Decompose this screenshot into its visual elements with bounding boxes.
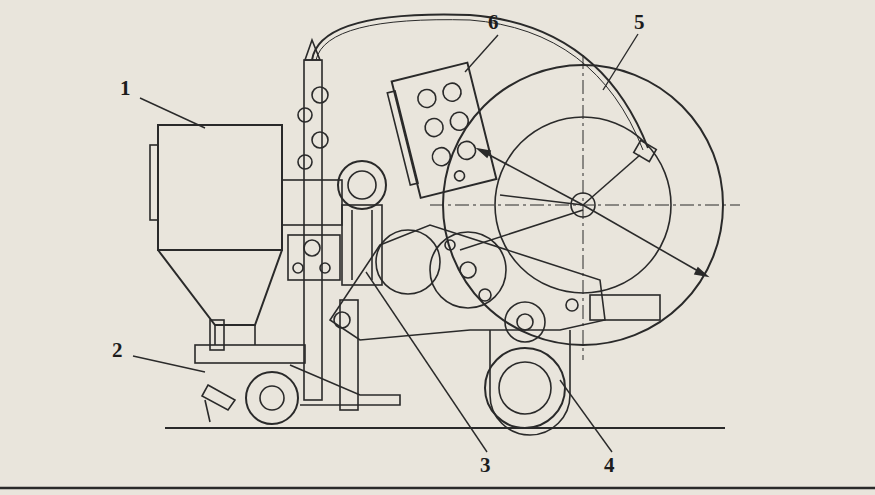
drawing-line [460, 262, 476, 278]
frame-line [0, 487, 875, 490]
drawing-line [254, 325, 256, 345]
drive-wheel [485, 302, 570, 435]
drawing-line [465, 35, 498, 72]
drawing-line [387, 91, 418, 185]
drawing-line [583, 205, 705, 275]
drawing-line [560, 380, 612, 452]
callout-number: 1 [120, 78, 131, 99]
head-column [282, 60, 358, 410]
drawing-line [312, 15, 648, 148]
drawing-line [423, 117, 445, 139]
drawing-line [371, 210, 373, 280]
drawing-line [205, 400, 210, 422]
front-wheel [195, 320, 400, 424]
drawing-line [603, 34, 638, 90]
wire-cable [305, 15, 656, 162]
callout-number: 5 [634, 12, 645, 33]
drawing-line [338, 161, 386, 209]
drawing-line [334, 312, 350, 328]
drawing-line [430, 205, 740, 206]
drawing-line [583, 55, 584, 360]
drawing-line [298, 108, 312, 122]
drawing-line [293, 263, 303, 273]
drawing-line [416, 88, 438, 110]
drawing-line [351, 210, 353, 280]
drawing-line [583, 155, 640, 205]
drawing-line [460, 210, 583, 250]
drawing-line [445, 240, 455, 250]
drawing-line [499, 362, 551, 414]
drawing-line [246, 372, 298, 424]
drawing-line [304, 240, 320, 256]
drawing-line [695, 268, 707, 276]
drawing-line [430, 232, 506, 308]
drawing-line [634, 140, 657, 161]
callout-number: 4 [604, 455, 615, 476]
drawing-line [456, 139, 478, 161]
ground-line [165, 427, 725, 429]
drawing-line [304, 60, 322, 400]
drawing-line [330, 225, 605, 340]
drawing-line [517, 314, 533, 330]
drawing-line [590, 295, 660, 320]
drawing-line [140, 98, 205, 128]
drawing-line [158, 125, 282, 250]
callout-number: 2 [112, 340, 123, 361]
drawing-line [210, 320, 224, 350]
drawing-line [448, 110, 470, 132]
drawing-line [316, 20, 643, 150]
callout-number: 6 [488, 12, 499, 33]
drawing-line [479, 289, 491, 301]
callout-number: 3 [480, 455, 491, 476]
leader-lines [133, 34, 638, 452]
drawing-line [288, 235, 340, 280]
drawing-line [430, 146, 452, 168]
control-box [385, 63, 497, 200]
drawing-line [392, 63, 497, 198]
drawing-line [214, 325, 216, 345]
drawing-line [348, 171, 376, 199]
drawing-line [158, 250, 282, 325]
drive-motor [338, 161, 386, 285]
drawing-line [490, 330, 570, 435]
drawing-line [500, 195, 583, 205]
drawing-line [453, 170, 465, 182]
drawing-line [260, 386, 284, 410]
drawing-line [290, 365, 400, 405]
drawing-line [195, 345, 305, 363]
drawing-line [505, 302, 545, 342]
drawing-line [312, 87, 328, 103]
flux-hopper [150, 125, 282, 345]
drawing-line [150, 145, 158, 220]
drawing-line [366, 272, 487, 452]
drawing-line [312, 132, 328, 148]
drawing-line [298, 155, 312, 169]
gearbox [330, 225, 660, 340]
drawing-line [320, 263, 330, 273]
drawing-line [566, 299, 578, 311]
drawing-line [282, 180, 342, 225]
drawing-line [485, 348, 565, 428]
drawing-line [305, 40, 320, 60]
drawing-line [441, 81, 463, 103]
drawing-line [133, 356, 205, 372]
